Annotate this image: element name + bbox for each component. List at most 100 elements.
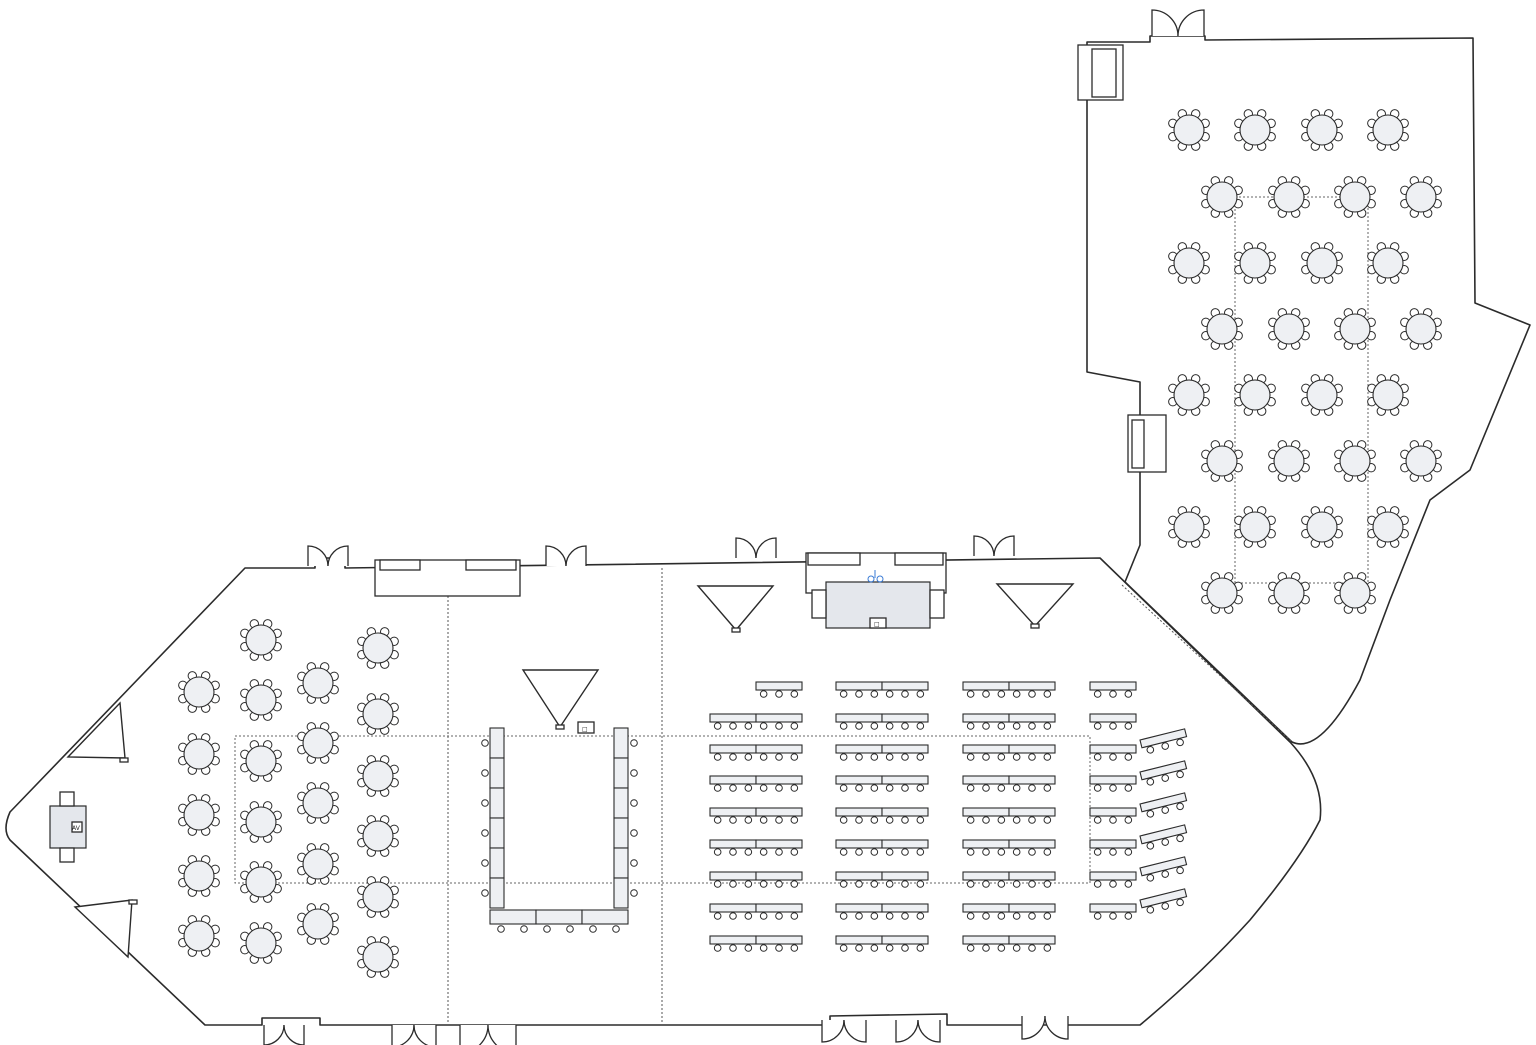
round-table[interactable]	[178, 855, 220, 897]
round-table[interactable]	[1168, 506, 1210, 548]
round-table[interactable]	[1201, 572, 1243, 614]
round-table[interactable]	[357, 693, 399, 735]
round-table[interactable]	[1334, 440, 1376, 482]
round-table[interactable]	[1201, 176, 1243, 218]
classroom-table[interactable]	[709, 839, 757, 856]
round-table[interactable]	[1367, 109, 1409, 151]
round-table[interactable]	[297, 782, 339, 824]
round-table[interactable]	[1234, 109, 1276, 151]
classroom-table[interactable]	[881, 744, 929, 761]
round-table[interactable]	[1334, 308, 1376, 350]
classroom-table[interactable]	[755, 681, 803, 698]
classroom-table[interactable]	[1008, 807, 1056, 824]
classroom-table[interactable]	[835, 744, 883, 761]
classroom-table[interactable]	[1008, 775, 1056, 792]
round-table[interactable]	[1400, 440, 1442, 482]
classroom-table[interactable]	[835, 775, 883, 792]
classroom-table[interactable]	[962, 713, 1010, 730]
round-table[interactable]	[1367, 242, 1409, 284]
classroom-table[interactable]	[835, 807, 883, 824]
round-table[interactable]	[1334, 176, 1376, 218]
round-table[interactable]	[1168, 242, 1210, 284]
round-table[interactable]	[1367, 374, 1409, 416]
classroom-table[interactable]	[755, 775, 803, 792]
classroom-table[interactable]	[881, 839, 929, 856]
classroom-table[interactable]	[881, 713, 929, 730]
round-table[interactable]	[297, 722, 339, 764]
round-table[interactable]	[1268, 176, 1310, 218]
classroom-table[interactable]	[962, 903, 1010, 920]
classroom-table[interactable]	[755, 871, 803, 888]
round-table[interactable]	[1301, 506, 1343, 548]
round-table[interactable]	[1301, 242, 1343, 284]
classroom-table[interactable]	[709, 713, 757, 730]
round-table[interactable]	[178, 915, 220, 957]
classroom-table[interactable]	[1089, 903, 1137, 920]
classroom-table[interactable]	[962, 775, 1010, 792]
classroom-table[interactable]	[881, 775, 929, 792]
classroom-table[interactable]	[755, 935, 803, 952]
classroom-table[interactable]	[709, 903, 757, 920]
round-table[interactable]	[297, 843, 339, 885]
round-table[interactable]	[240, 679, 282, 721]
round-table[interactable]	[1268, 308, 1310, 350]
classroom-table[interactable]	[709, 775, 757, 792]
classroom-table[interactable]	[1139, 856, 1188, 883]
round-table[interactable]	[240, 861, 282, 903]
round-table[interactable]	[178, 671, 220, 713]
round-table[interactable]	[1201, 308, 1243, 350]
round-table[interactable]	[357, 755, 399, 797]
podium-center[interactable]	[869, 617, 887, 629]
round-table[interactable]	[1400, 308, 1442, 350]
classroom-table[interactable]	[881, 871, 929, 888]
classroom-table[interactable]	[835, 681, 883, 698]
classroom-table[interactable]	[1139, 792, 1188, 819]
classroom-table[interactable]	[709, 935, 757, 952]
round-table[interactable]	[1201, 440, 1243, 482]
round-table[interactable]	[1168, 109, 1210, 151]
classroom-table[interactable]	[962, 744, 1010, 761]
round-table[interactable]	[1367, 506, 1409, 548]
av-cart[interactable]	[49, 791, 87, 863]
classroom-table[interactable]	[881, 903, 929, 920]
classroom-table[interactable]	[962, 681, 1010, 698]
classroom-table[interactable]	[709, 807, 757, 824]
classroom-table[interactable]	[1089, 681, 1137, 698]
classroom-table[interactable]	[881, 935, 929, 952]
classroom-table[interactable]	[1008, 681, 1056, 698]
classroom-table[interactable]	[709, 871, 757, 888]
round-table[interactable]	[240, 801, 282, 843]
round-table[interactable]	[1234, 374, 1276, 416]
classroom-table[interactable]	[835, 871, 883, 888]
classroom-table[interactable]	[1089, 713, 1137, 730]
round-table[interactable]	[1301, 109, 1343, 151]
round-table[interactable]	[357, 627, 399, 669]
round-table[interactable]	[240, 619, 282, 661]
round-table[interactable]	[357, 936, 399, 978]
round-table[interactable]	[1334, 572, 1376, 614]
classroom-table[interactable]	[755, 744, 803, 761]
round-table[interactable]	[1234, 506, 1276, 548]
classroom-table[interactable]	[1008, 871, 1056, 888]
classroom-table[interactable]	[1089, 744, 1137, 761]
round-table[interactable]	[178, 794, 220, 836]
round-table[interactable]	[297, 662, 339, 704]
classroom-table[interactable]	[1139, 888, 1188, 915]
classroom-table[interactable]	[1089, 807, 1137, 824]
classroom-table[interactable]	[835, 713, 883, 730]
round-table[interactable]	[1400, 176, 1442, 218]
classroom-table[interactable]	[962, 839, 1010, 856]
classroom-table[interactable]	[835, 935, 883, 952]
round-table[interactable]	[1268, 440, 1310, 482]
round-table[interactable]	[240, 922, 282, 964]
classroom-table[interactable]	[962, 871, 1010, 888]
round-table[interactable]	[240, 740, 282, 782]
classroom-table[interactable]	[1139, 728, 1188, 755]
classroom-table[interactable]	[755, 713, 803, 730]
classroom-table[interactable]	[835, 839, 883, 856]
classroom-table[interactable]	[1089, 839, 1137, 856]
classroom-table[interactable]	[1089, 775, 1137, 792]
round-table[interactable]	[1234, 242, 1276, 284]
classroom-table[interactable]	[1008, 744, 1056, 761]
round-table[interactable]	[1301, 374, 1343, 416]
